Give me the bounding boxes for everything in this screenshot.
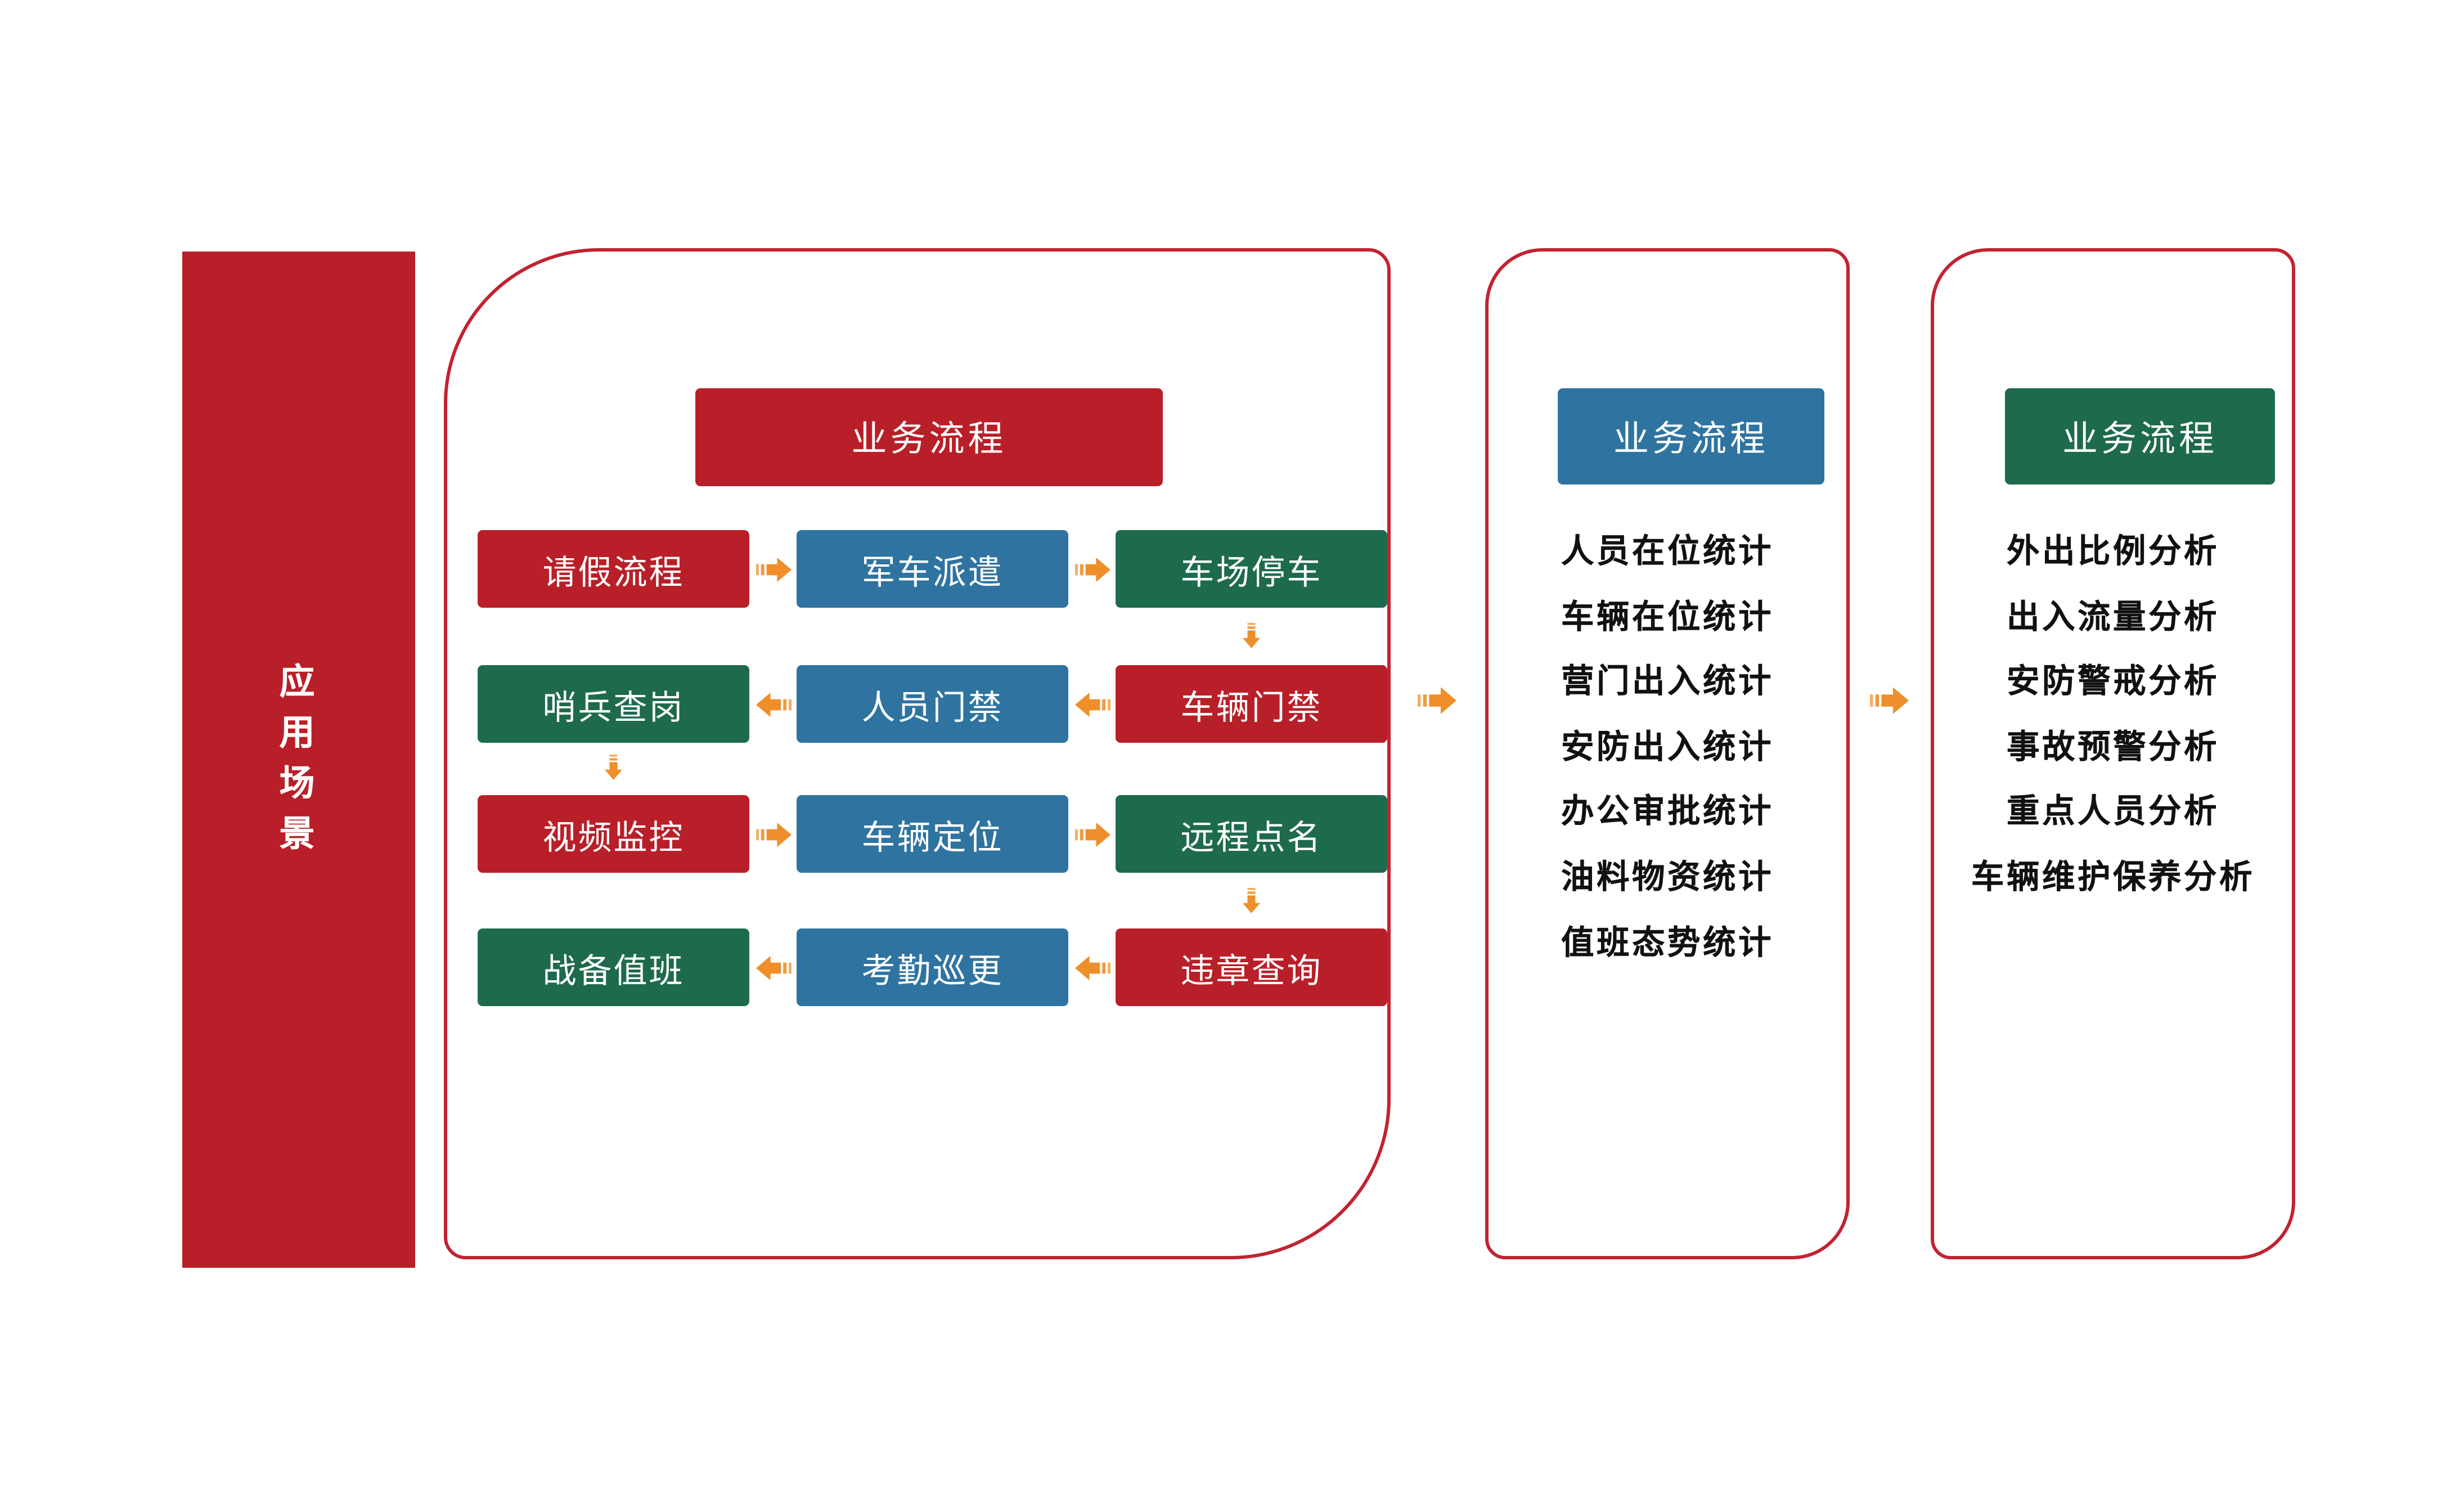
flow-node: 考勤巡更 <box>797 928 1068 1006</box>
statistics-panel: 业务流程 人员在位统计 车辆在位统计 营门出入统计 安防出入统计 办公审批统计 … <box>1485 248 1850 1259</box>
list-item: 车辆在位统计 <box>1561 600 1774 636</box>
flow-arrow-left-icon <box>756 692 792 717</box>
flow-node: 军车派遣 <box>797 530 1068 608</box>
analysis-panel: 业务流程 外出比例分析 出入流量分析 安防警戒分析 事故预警分析 重点人员分析 … <box>1931 248 2295 1259</box>
list-item: 出入流量分析 <box>2006 600 2219 636</box>
panel-link-arrow-icon <box>1418 687 1456 714</box>
flow-arrow-right-icon <box>1075 557 1110 582</box>
flow-arrow-right-icon <box>1075 822 1110 847</box>
flow-arrow-down-icon <box>1239 883 1264 918</box>
analysis-list: 外出比例分析 出入流量分析 安防警戒分析 事故预警分析 重点人员分析 车辆维护保… <box>1934 522 2292 913</box>
flow-node: 战备值班 <box>478 928 749 1006</box>
flow-node: 车辆定位 <box>797 795 1068 873</box>
list-item: 办公审批统计 <box>1561 796 1774 832</box>
flow-arrow-left-icon <box>756 955 792 981</box>
list-item: 外出比例分析 <box>2006 535 2219 571</box>
flow-node: 远程点名 <box>1116 795 1387 873</box>
flow-node: 车辆门禁 <box>1116 665 1387 743</box>
list-item: 油料物资统计 <box>1561 860 1774 896</box>
flow-node: 人员门禁 <box>797 665 1068 743</box>
flow-arrow-left-icon <box>1075 955 1110 981</box>
statistics-list: 人员在位统计 车辆在位统计 营门出入统计 安防出入统计 办公审批统计 油料物资统… <box>1489 522 1846 977</box>
flow-node: 违章查询 <box>1116 928 1387 1006</box>
list-item: 安防出入统计 <box>1561 730 1774 766</box>
panel3-header: 业务流程 <box>2005 388 2275 484</box>
panel1-header: 业务流程 <box>695 388 1163 486</box>
flow-arrow-right-icon <box>756 557 792 582</box>
flow-arrow-left-icon <box>1075 692 1110 717</box>
flow-node: 请假流程 <box>478 530 749 608</box>
flow-arrow-down-icon <box>601 750 626 785</box>
flow-arrow-down-icon <box>1239 618 1264 653</box>
flow-node: 哨兵查岗 <box>478 665 749 743</box>
list-item: 重点人员分析 <box>2006 796 2219 832</box>
business-process-panel: 业务流程 请假流程 军车派遣 车场停车 哨兵查岗 人员门禁 车辆门禁 视频监控 … <box>444 248 1391 1259</box>
panel2-header: 业务流程 <box>1558 388 1824 484</box>
panel-link-arrow-icon <box>1870 687 1909 714</box>
list-item: 值班态势统计 <box>1561 926 1774 962</box>
list-item: 安防警戒分析 <box>2006 665 2219 701</box>
list-item: 营门出入统计 <box>1561 665 1774 701</box>
sidebar-banner-label: 应 用 场 景 <box>279 663 318 854</box>
sidebar-banner: 应 用 场 景 <box>182 252 415 1268</box>
flow-node: 车场停车 <box>1116 530 1387 608</box>
list-item: 人员在位统计 <box>1561 535 1774 571</box>
list-item: 事故预警分析 <box>2006 730 2219 766</box>
flow-arrow-right-icon <box>756 822 792 847</box>
list-item: 车辆维护保养分析 <box>1971 860 2255 896</box>
flow-node: 视频监控 <box>478 795 749 873</box>
